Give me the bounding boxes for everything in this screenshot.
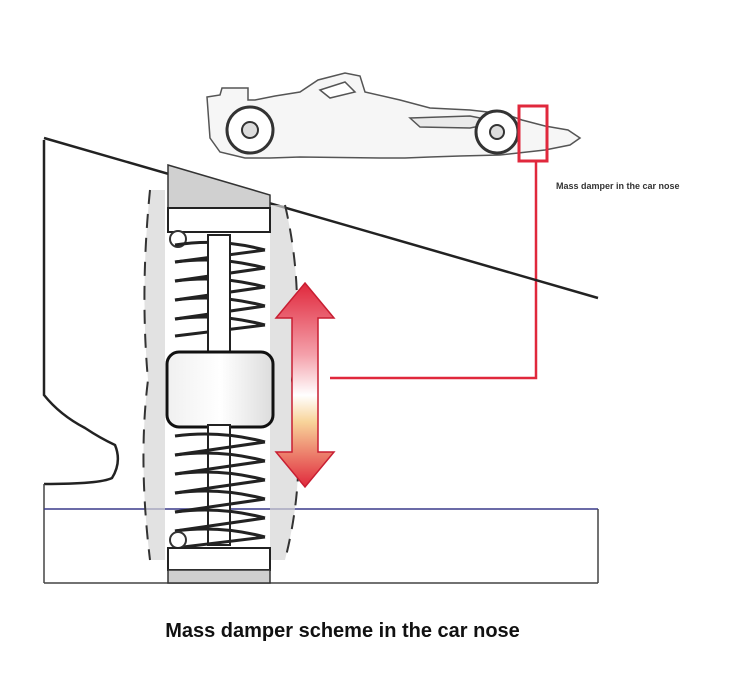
callout-label: Mass damper in the car nose <box>556 181 680 191</box>
upper-guide-rod <box>207 234 231 356</box>
base-housing <box>43 484 599 584</box>
rear-wheel <box>225 105 275 155</box>
lower-anchor-block <box>167 531 271 584</box>
callout-leader-line <box>330 161 538 380</box>
lower-spring <box>174 432 266 550</box>
damper-mass <box>165 350 275 429</box>
nose-top-line <box>43 136 599 300</box>
cylinder-left-wall-dashes <box>142 189 151 561</box>
front-wheel <box>474 109 520 155</box>
motion-arrow <box>274 281 336 489</box>
nose-outline <box>42 140 120 486</box>
callout-box <box>517 104 549 163</box>
diagram-caption: Mass damper scheme in the car nose <box>165 620 520 642</box>
upper-anchor-block <box>167 163 271 248</box>
